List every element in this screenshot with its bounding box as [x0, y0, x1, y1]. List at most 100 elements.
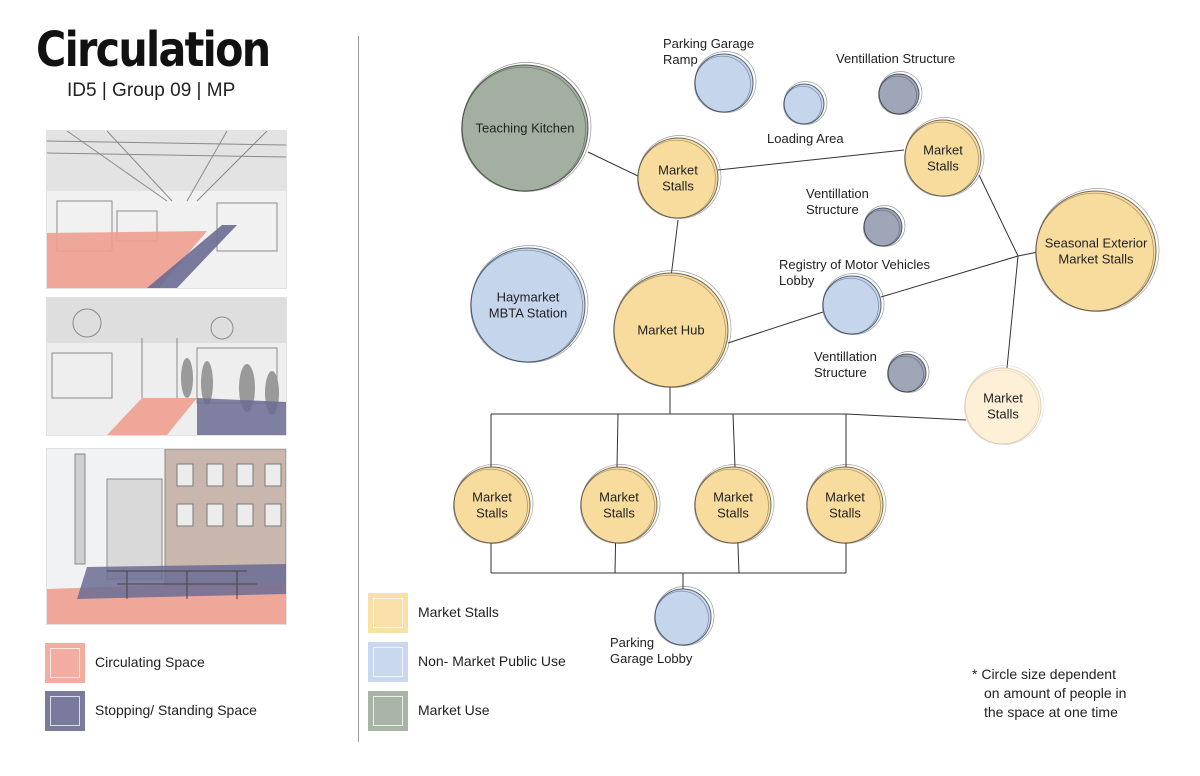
node-outline [694, 51, 757, 113]
node-outline [878, 75, 917, 115]
node-outline [904, 117, 985, 197]
footnote-line: * Circle size dependent [972, 666, 1116, 682]
node-circle [905, 120, 981, 196]
node-outline [904, 121, 979, 197]
node-circle [462, 65, 588, 191]
node-circle [638, 138, 718, 218]
legend-label: Non- Market Public Use [418, 653, 566, 669]
interior-sketch-photo-2 [46, 297, 287, 436]
node-circle [695, 467, 771, 543]
market-use-swatch [368, 691, 408, 731]
legend-label: Circulating Space [95, 654, 205, 670]
node-circle [807, 467, 883, 543]
node-circle [581, 467, 657, 543]
node-circle [879, 74, 919, 114]
node-circle [965, 368, 1041, 444]
node-outline [806, 464, 887, 544]
non-market-public-swatch [368, 642, 408, 682]
node-outline [806, 468, 881, 544]
legend-label: Market Use [418, 702, 490, 718]
node-outline [887, 351, 930, 393]
stopping-swatch [45, 691, 85, 731]
node-outline [580, 464, 661, 544]
node-outline [1035, 192, 1154, 312]
node-outline [654, 590, 709, 646]
node-label: Ventillation Structure [836, 51, 955, 66]
node-loading: Loading Area [767, 81, 844, 146]
node-outline [964, 369, 1039, 445]
circulating-swatch [45, 643, 85, 683]
node-circle [614, 273, 728, 387]
node-outline [453, 468, 528, 544]
node-hub: Market Hub [613, 270, 732, 388]
node-outline [470, 245, 589, 363]
node-circle [864, 208, 902, 246]
node-label: Market Hub [637, 323, 704, 338]
node-outline [637, 135, 722, 219]
node-outline [783, 81, 828, 125]
page-subtitle: ID5 | Group 09 | MP [67, 80, 236, 101]
node-circle [655, 589, 711, 645]
node-circle [1036, 191, 1156, 311]
node-circle [823, 276, 881, 334]
node-outline [613, 270, 732, 388]
node-outline [694, 468, 769, 544]
node-outline [783, 85, 822, 125]
node-outline [470, 249, 583, 363]
node-outline [637, 139, 716, 219]
node-outline [822, 273, 885, 335]
node-circle [454, 467, 530, 543]
market-stalls-swatch [368, 593, 408, 633]
exterior-sketch-photo [46, 448, 287, 625]
footnote: * Circle size dependent on amount of peo… [972, 665, 1126, 722]
interior-sketch-photo-1 [46, 130, 287, 289]
panel-divider [358, 36, 359, 742]
node-teaching-kitchen: Teaching Kitchen [461, 62, 592, 192]
node-outline [863, 209, 900, 247]
node-vent-top: Ventillation Structure [836, 51, 955, 115]
node-outline [654, 586, 715, 646]
footnote-line: on amount of people in [984, 685, 1127, 701]
node-outline [694, 464, 775, 544]
node-outline [878, 71, 923, 115]
page-title: Circulation [36, 22, 271, 78]
footnote-line: the space at one time [984, 704, 1118, 720]
node-circle [888, 354, 926, 392]
node-outline [461, 66, 586, 192]
node-outline [887, 355, 924, 393]
legend-label: Market Stalls [418, 604, 499, 620]
node-outline [964, 365, 1045, 445]
node-circle [695, 54, 753, 112]
node-outline [694, 55, 751, 113]
node-circle [471, 248, 585, 362]
node-label: Loading Area [767, 131, 844, 146]
node-outline [453, 464, 534, 544]
